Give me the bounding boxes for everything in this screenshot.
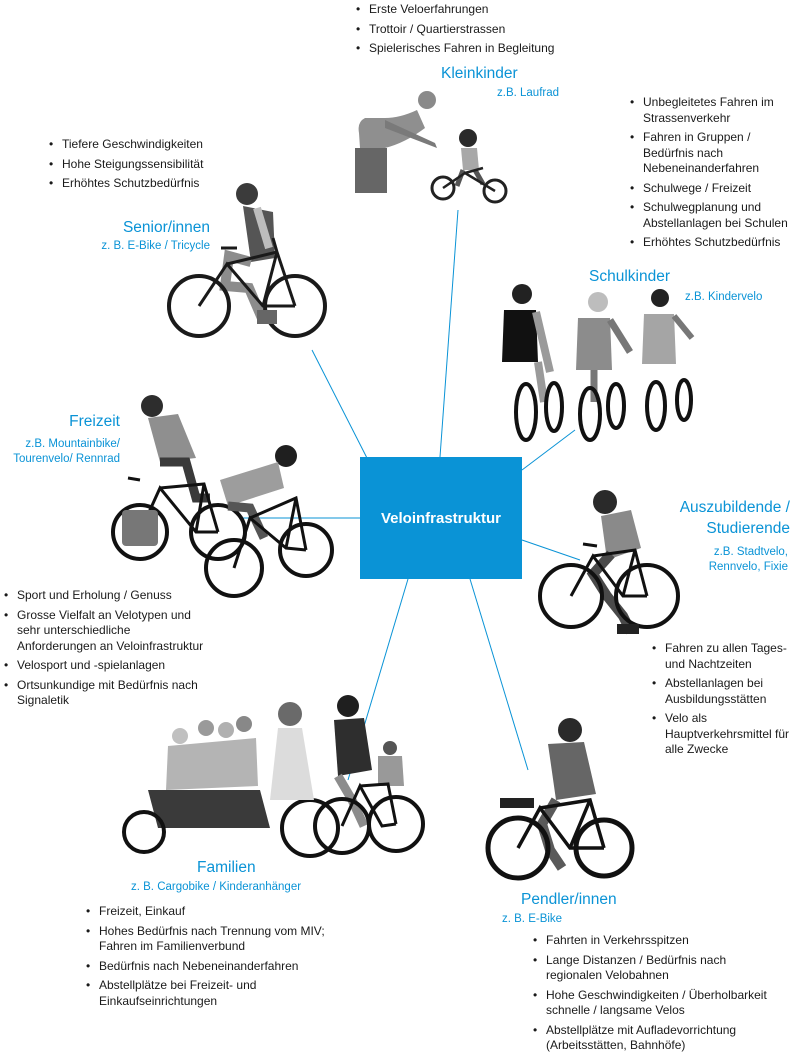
kleinkinder-title: Kleinkinder xyxy=(441,65,518,82)
list-item: Fahrten in Verkehrsspitzen xyxy=(533,933,768,949)
freizeit-title: Freizeit xyxy=(69,413,120,430)
connector-pendler xyxy=(469,578,529,771)
list-item: Velo als Hauptverkehrsmittel für alle Zw… xyxy=(652,711,797,758)
auszubildende-example: z.B. Stadtvelo, Rennvelo, Fixie xyxy=(708,546,788,573)
connector-senioren xyxy=(311,349,369,461)
list-item: Bedürfnis nach Nebeneinanderfahren xyxy=(86,959,331,975)
list-item: Abstellplätze mit Aufladevorrichtung (Ar… xyxy=(533,1023,768,1054)
schulkinder-illustration xyxy=(502,284,695,442)
kleinkinder-bullets: Erste Veloerfahrungen Trottoir / Quartie… xyxy=(356,2,596,61)
kleinkinder-illustration xyxy=(355,91,508,204)
list-item: Spielerisches Fahren in Begleitung xyxy=(356,41,596,57)
pendler-illustration xyxy=(485,718,635,881)
connector-auszubildende xyxy=(521,539,581,561)
list-item: Grosse Vielfalt an Velotypen und sehr un… xyxy=(4,608,204,655)
center-box: Veloinfrastruktur xyxy=(360,457,522,579)
center-label: Veloinfrastruktur xyxy=(380,509,502,527)
list-item: Sport und Erholung / Genuss xyxy=(4,588,204,604)
list-item: Tiefere Geschwindigkeiten xyxy=(49,137,289,153)
connector-kleinkinder xyxy=(439,209,459,458)
list-item: Hohe Geschwindigkeiten / Überholbarkeit … xyxy=(533,988,768,1019)
list-item: Abstellanlagen bei Ausbildungsstätten xyxy=(652,676,797,707)
list-item: Erhöhtes Schutzbedürfnis xyxy=(49,176,289,192)
list-item: Hohe Steigungssensibilität xyxy=(49,157,289,173)
senioren-bullets: Tiefere Geschwindigkeiten Hohe Steigungs… xyxy=(49,137,289,196)
connector-schulkinder xyxy=(521,429,576,471)
auszubildende-illustration xyxy=(538,490,680,635)
freizeit-bullets: Sport und Erholung / Genuss Grosse Vielf… xyxy=(4,588,204,713)
list-item: Erste Veloerfahrungen xyxy=(356,2,596,18)
familien-title: Familien xyxy=(197,859,256,876)
pendler-bullets: Fahrten in Verkehrsspitzen Lange Distanz… xyxy=(533,933,768,1058)
pendler-title: Pendler/innen xyxy=(521,891,617,908)
schulkinder-example: z.B. Kindervelo xyxy=(685,291,763,303)
pendler-example: z. B. E-Bike xyxy=(502,913,563,925)
list-item: Abstellplätze bei Freizeit- und Einkaufs… xyxy=(86,978,331,1009)
list-item: Ortsunkundige mit Bedürfnis nach Signale… xyxy=(4,678,204,709)
list-item: Freizeit, Einkauf xyxy=(86,904,331,920)
auszubildende-bullets: Fahren zu allen Tages- und Nachtzeiten A… xyxy=(652,641,797,762)
list-item: Fahren in Gruppen / Bedürfnis nach Neben… xyxy=(630,130,798,177)
list-item: Schulwegplanung und Abstellanlagen bei S… xyxy=(630,200,798,231)
list-item: Erhöhtes Schutzbedürfnis xyxy=(630,235,798,251)
list-item: Fahren zu allen Tages- und Nachtzeiten xyxy=(652,641,797,672)
senioren-example: z. B. E-Bike / Tricycle xyxy=(101,240,210,252)
list-item: Lange Distanzen / Bedürfnis nach regiona… xyxy=(533,953,768,984)
familien-illustration xyxy=(122,695,425,858)
list-item: Schulwege / Freizeit xyxy=(630,181,798,197)
senioren-title: Senior/innen xyxy=(122,219,210,236)
list-item: Trottoir / Quartierstrassen xyxy=(356,22,596,38)
auszubildende-title: Auszubildende / Studierende xyxy=(679,499,790,537)
list-item: Hohes Bedürfnis nach Trennung vom MIV; F… xyxy=(86,924,331,955)
familien-bullets: Freizeit, Einkauf Hohes Bedürfnis nach T… xyxy=(86,904,331,1013)
freizeit-example: z.B. Mountainbike/ Tourenvelo/ Rennrad xyxy=(13,438,120,465)
list-item: Velosport und -spielanlagen xyxy=(4,658,204,674)
kleinkinder-example: z.B. Laufrad xyxy=(497,87,560,99)
freizeit-illustration xyxy=(111,395,334,598)
list-item: Unbegleitetes Fahren im Strassenverkehr xyxy=(630,95,798,126)
familien-example: z. B. Cargobike / Kinderanhänger xyxy=(131,881,302,893)
schulkinder-title: Schulkinder xyxy=(589,268,670,285)
schulkinder-bullets: Unbegleitetes Fahren im Strassenverkehr … xyxy=(630,95,798,255)
senioren-illustration xyxy=(167,183,327,338)
